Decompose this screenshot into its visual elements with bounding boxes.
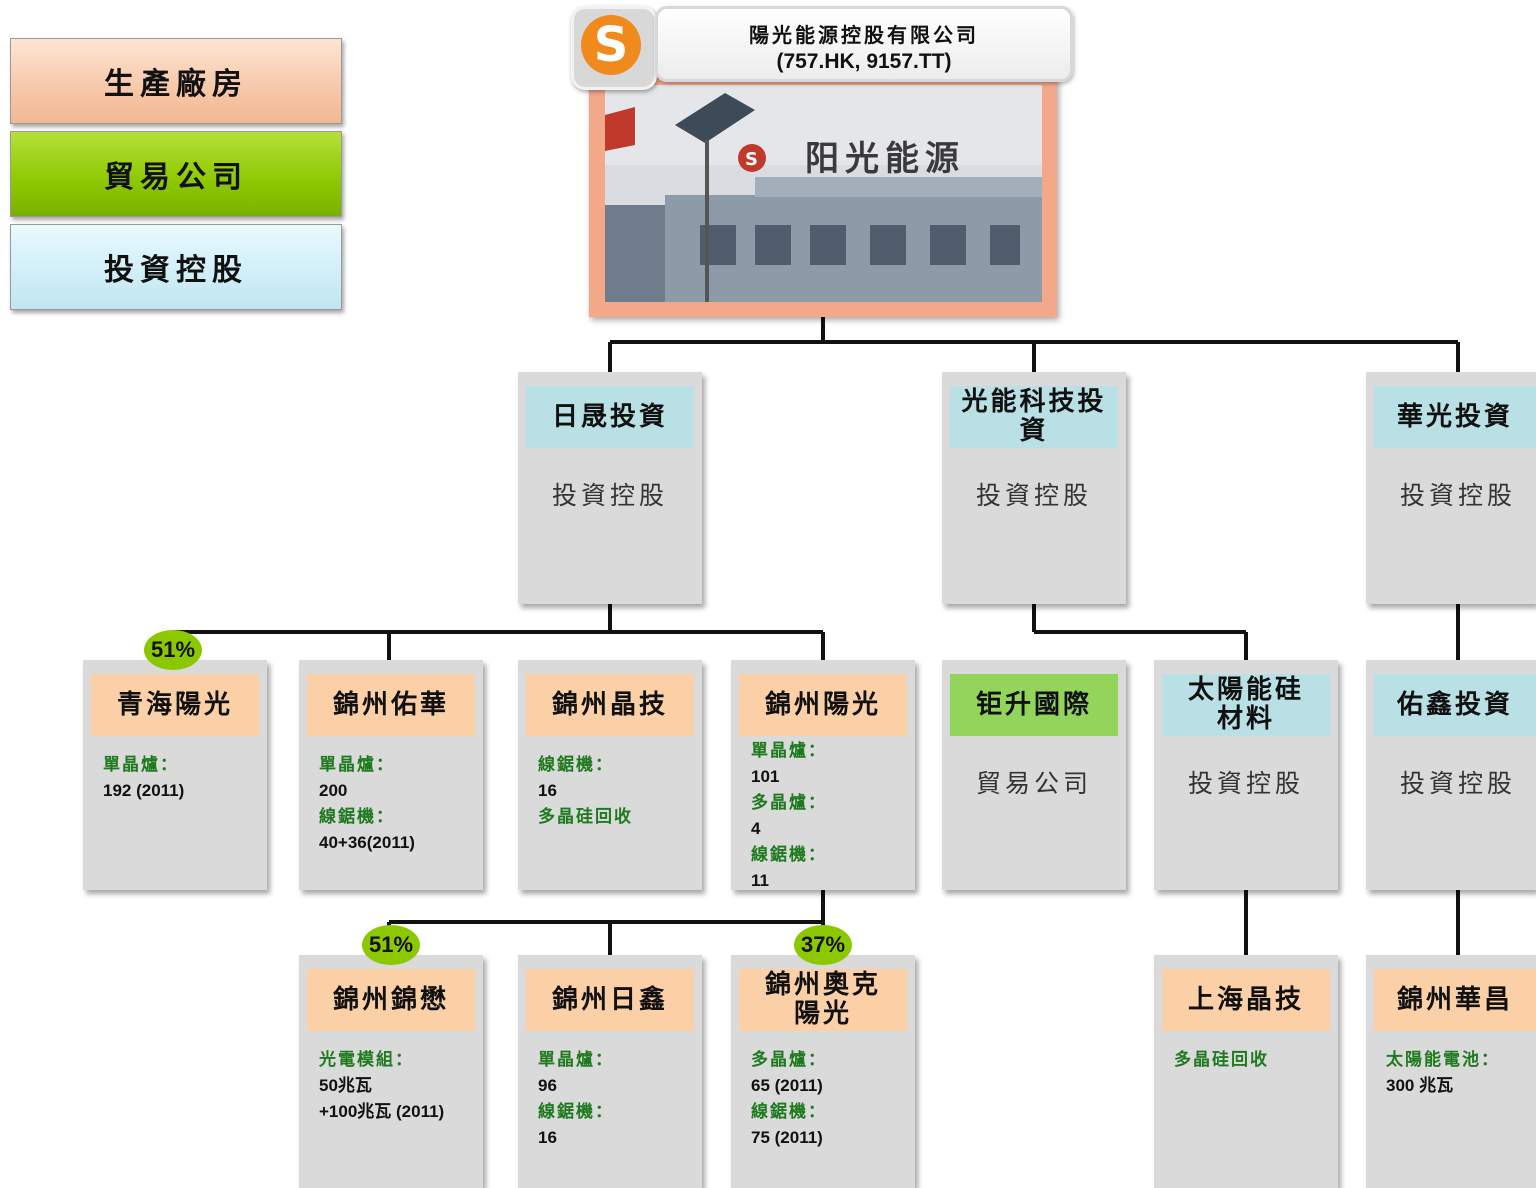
- node-details: 多晶硅回收: [1174, 1047, 1269, 1073]
- node-details: 單晶爐： 192 (2011): [103, 752, 184, 804]
- node-jusheng: 钜升國際 貿易公司: [942, 660, 1126, 890]
- building-photo: S 阳光能源: [605, 85, 1042, 302]
- node-details: 多晶爐： 65 (2011) 線鋸機： 75 (2011): [751, 1047, 827, 1151]
- node-rixing: 日晟投資 投資控股: [518, 372, 702, 604]
- ownership-badge: 51%: [362, 925, 420, 965]
- node-huachang: 錦州華昌 太陽能電池： 300 兆瓦: [1366, 955, 1536, 1188]
- detail-label: 單晶爐：: [319, 755, 395, 775]
- node-title: 光能科技投資: [950, 386, 1118, 448]
- node-title: 日晟投資: [526, 386, 694, 448]
- node-title: 華光投資: [1374, 386, 1536, 448]
- node-title: 錦州華昌: [1374, 969, 1536, 1031]
- node-title: 青海陽光: [91, 674, 259, 736]
- detail-label: 多晶爐：: [751, 1050, 827, 1070]
- detail-label: 線鋸機：: [538, 755, 614, 775]
- node-role: 投資控股: [1187, 769, 1304, 798]
- ownership-badge: 37%: [794, 925, 852, 965]
- detail-value: 101: [751, 767, 780, 786]
- node-role: 投資控股: [1399, 769, 1516, 798]
- node-details: 單晶爐： 200 線鋸機： 40+36(2011): [319, 752, 415, 856]
- ownership-badge: 51%: [144, 630, 202, 670]
- detail-label: 線鋸機：: [751, 845, 827, 865]
- detail-label: 多晶爐：: [751, 793, 827, 813]
- detail-value: 96: [538, 1076, 557, 1095]
- node-role: 投資控股: [975, 481, 1092, 510]
- detail-label: 單晶爐：: [538, 1050, 614, 1070]
- node-details: 太陽能電池： 300 兆瓦: [1386, 1047, 1500, 1099]
- node-title: 钜升國際: [950, 674, 1118, 736]
- node-details: 單晶爐： 96 線鋸機： 16: [538, 1047, 614, 1151]
- detail-value: 192 (2011): [103, 781, 185, 800]
- connector-rixing-children: [175, 604, 825, 660]
- node-role: 投資控股: [1399, 481, 1516, 510]
- parent-company-codes: (757.HK, 9157.TT): [776, 50, 952, 73]
- node-aoke: 錦州奧克陽光 多晶爐： 65 (2011) 線鋸機： 75 (2011): [731, 955, 915, 1188]
- detail-label: 光電模組：: [319, 1050, 414, 1070]
- node-title: 錦州日鑫: [526, 969, 694, 1031]
- node-title: 太陽能硅材料: [1162, 674, 1330, 736]
- node-details: 線鋸機： 16 多晶硅回收: [538, 752, 633, 830]
- detail-label: 線鋸機：: [751, 1102, 827, 1122]
- detail-value: +100兆瓦 (2011): [319, 1102, 445, 1121]
- node-title: 錦州錦懋: [307, 969, 475, 1031]
- detail-label: 單晶爐：: [103, 755, 179, 775]
- node-huaguang: 華光投資 投資控股: [1366, 372, 1536, 604]
- connector-yangguang-children: [387, 890, 825, 955]
- photo-sign-text: 阳光能源: [805, 139, 965, 179]
- legend-trading: 貿易公司: [10, 131, 342, 217]
- detail-label: 多晶硅回收: [1174, 1050, 1269, 1070]
- logo-s-icon: S: [581, 15, 641, 75]
- detail-label: 線鋸機：: [319, 807, 395, 827]
- node-role: 投資控股: [551, 481, 668, 510]
- node-guangneng: 光能科技投資 投資控股: [942, 372, 1126, 604]
- parent-company-box: 陽光能源控股有限公司 (757.HK, 9157.TT): [655, 6, 1073, 82]
- detail-label: 太陽能電池：: [1386, 1050, 1500, 1070]
- detail-value: 75 (2011): [751, 1128, 823, 1147]
- node-details: 光電模組： 50兆瓦 +100兆瓦 (2011): [319, 1047, 444, 1125]
- node-jingji: 錦州晶技 線鋸機： 16 多晶硅回收: [518, 660, 702, 890]
- node-youhua: 錦州佑華 單晶爐： 200 線鋸機： 40+36(2011): [299, 660, 483, 890]
- node-yangguang: 錦州陽光 單晶爐： 101 多晶爐： 4 線鋸機： 11: [731, 660, 915, 890]
- company-logo: S: [571, 6, 657, 90]
- photo-logo-letter: S: [745, 149, 758, 170]
- detail-label: 單晶爐：: [751, 741, 827, 761]
- node-title: 錦州晶技: [526, 674, 694, 736]
- node-title: 錦州奧克陽光: [739, 969, 907, 1031]
- parent-company-name: 陽光能源控股有限公司: [749, 23, 979, 47]
- node-title: 錦州佑華: [307, 674, 475, 736]
- detail-value: 4: [751, 819, 761, 838]
- node-rixin: 錦州日鑫 單晶爐： 96 線鋸機： 16: [518, 955, 702, 1188]
- node-role: 貿易公司: [975, 769, 1092, 798]
- detail-value: 50兆瓦: [319, 1076, 372, 1095]
- legend-factory: 生產廠房: [10, 38, 342, 124]
- node-title: 上海晶技: [1162, 969, 1330, 1031]
- connector-parent-level1: [608, 310, 1460, 372]
- detail-label: 多晶硅回收: [538, 807, 633, 827]
- node-qinghai: 青海陽光 單晶爐： 192 (2011): [83, 660, 267, 890]
- detail-label: 線鋸機：: [538, 1102, 614, 1122]
- node-details: 單晶爐： 101 多晶爐： 4 線鋸機： 11: [751, 738, 827, 894]
- detail-value: 16: [538, 781, 557, 800]
- connector-guangneng-children: [1032, 604, 1248, 660]
- parent-photo-frame: S 阳光能源: [589, 65, 1057, 317]
- node-youxin: 佑鑫投資 投資控股: [1366, 660, 1536, 890]
- detail-value: 300 兆瓦: [1386, 1076, 1454, 1095]
- node-shanghai: 上海晶技 多晶硅回收: [1154, 955, 1338, 1188]
- node-jinmao: 錦州錦懋 光電模組： 50兆瓦 +100兆瓦 (2011): [299, 955, 483, 1188]
- detail-value: 65 (2011): [751, 1076, 823, 1095]
- node-taiyang: 太陽能硅材料 投資控股: [1154, 660, 1338, 890]
- node-title: 錦州陽光: [739, 674, 907, 736]
- detail-value: 40+36(2011): [319, 833, 415, 852]
- legend-holding: 投資控股: [10, 224, 342, 310]
- detail-value: 11: [751, 871, 769, 890]
- node-title: 佑鑫投資: [1374, 674, 1536, 736]
- detail-value: 200: [319, 781, 348, 800]
- detail-value: 16: [538, 1128, 557, 1147]
